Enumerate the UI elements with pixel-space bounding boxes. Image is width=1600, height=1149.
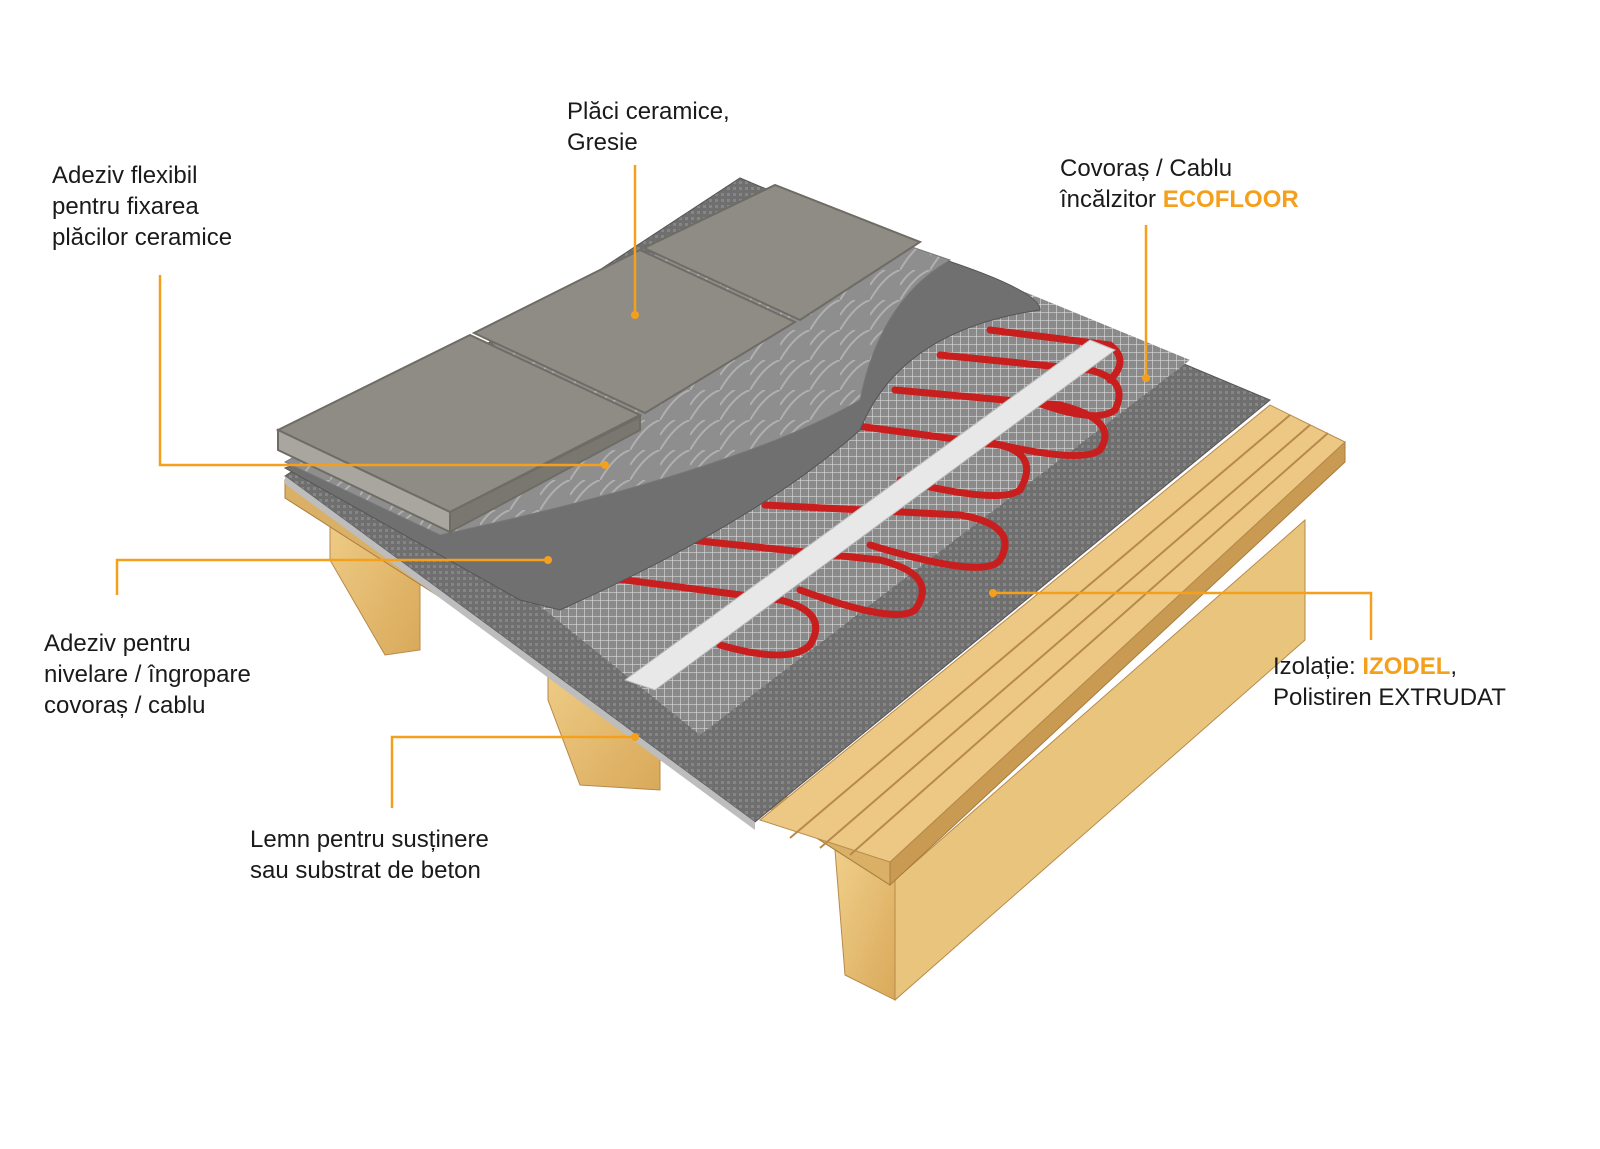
label-line: pentru fixarea	[52, 193, 199, 220]
label-line: Plăci ceramice,	[567, 98, 730, 125]
label-text: Izolație:	[1273, 653, 1363, 680]
label-ceramic-tiles: Plăci ceramice, Gresie	[567, 96, 730, 158]
tile	[471, 248, 798, 415]
brand-izodel: IZODEL	[1362, 653, 1451, 680]
leader-insulation	[993, 591, 1373, 640]
label-support: Lemn pentru susținere sau substrat de be…	[250, 824, 489, 886]
leader-leveling	[115, 558, 548, 595]
label-leveling-adhesive: Adeziv pentru nivelare / îngropare covor…	[44, 628, 251, 721]
label-line: Lemn pentru susținere	[250, 826, 489, 853]
heating-cable	[606, 326, 1124, 659]
tile	[641, 183, 923, 322]
label-line: covoraș / cablu	[44, 692, 206, 719]
label-line: Covoraș / Cablu	[1060, 155, 1233, 182]
label-line: plăcilor ceramice	[52, 224, 233, 251]
ceramic-tiles	[275, 183, 923, 534]
label-line: nivelare / îngropare	[44, 661, 251, 688]
leader-flex-adhesive	[158, 275, 605, 467]
label-heating-mat: Covoraș / Cablu încălzitor ECOFLOOR	[1060, 153, 1299, 215]
leader-dots	[544, 311, 1150, 741]
label-line: Izolație: IZODEL,	[1273, 651, 1506, 682]
label-line: Polistiren EXTRUDAT	[1273, 684, 1506, 711]
label-line: sau substrat de beton	[250, 857, 481, 884]
label-text: ,	[1450, 653, 1458, 680]
label-insulation: Izolație: IZODEL, Polistiren EXTRUDAT	[1273, 651, 1506, 713]
label-line: Gresie	[567, 129, 638, 156]
leader-support	[390, 735, 635, 808]
beam-front-side	[894, 518, 1306, 1002]
label-flexible-adhesive: Adeziv flexibil pentru fixarea plăcilor …	[52, 160, 232, 253]
label-line: încălzitor ECOFLOOR	[1060, 184, 1299, 215]
label-line: Adeziv flexibil	[52, 162, 198, 189]
mat-strips	[623, 339, 1117, 691]
label-line: Adeziv pentru	[44, 630, 191, 657]
label-text: încălzitor	[1060, 186, 1163, 213]
leader-lines	[115, 165, 1373, 808]
brand-ecofloor: ECOFLOOR	[1162, 186, 1299, 213]
